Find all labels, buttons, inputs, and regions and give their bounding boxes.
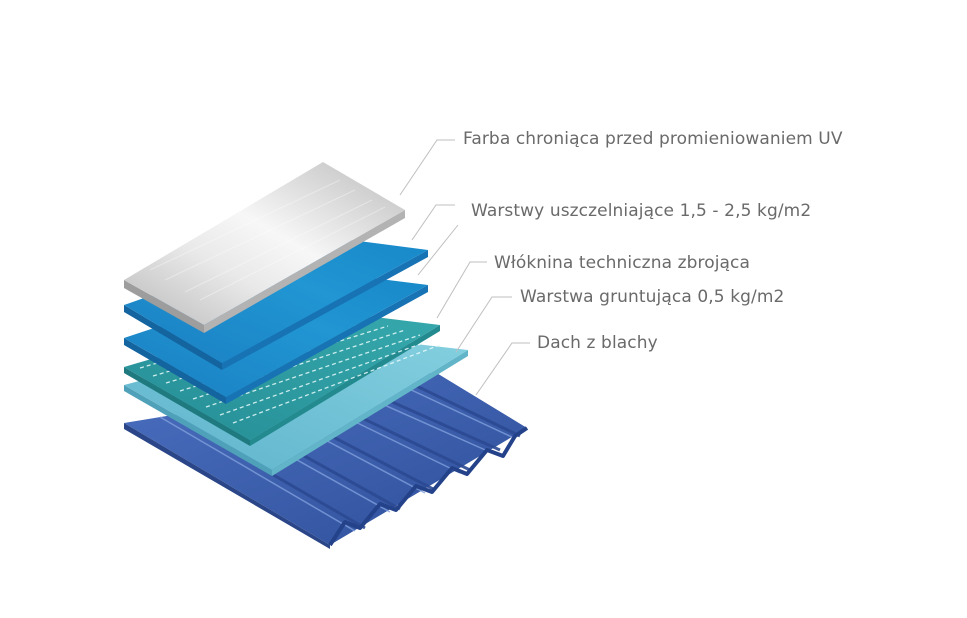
leader-sealing [411,204,455,241]
leader-metal-roof [475,342,530,396]
sealing-layer-upper [124,236,428,370]
sealing-upper-front [222,250,428,370]
sealing-lower-side [124,338,226,404]
label-metal-roof: Dach z blachy [537,333,658,353]
sealing-lower-front [226,285,428,404]
uv-paint-side [124,280,204,333]
uv-paint-front [204,210,405,333]
metal-sheet-corrugated-edge [328,426,529,547]
primer-front [272,350,468,476]
primer-side [124,385,272,476]
label-sealing: Warstwy uszczelniające 1,5 - 2,5 kg/m2 [471,201,812,221]
leader-uv-paint [399,139,455,196]
uv-paint-brush-texture [149,179,386,301]
leader-lines [399,139,530,396]
uv-paint-layer [124,162,405,333]
sealing-upper-side [124,305,222,370]
label-fleece: Włóknina techniczna zbrojąca [494,253,751,273]
label-primer: Warstwa gruntująca 0,5 kg/m2 [520,287,785,307]
fleece-top [124,310,440,440]
leader-fleece [436,261,487,319]
uv-paint-top [124,162,405,325]
metal-sheet-edge [124,423,330,549]
fleece-side [124,367,250,446]
leader-sealing-2 [417,224,459,276]
label-uv-paint: Farba chroniąca przed promieniowaniem UV [463,129,843,149]
leader-primer [455,296,512,353]
sealing-upper-top [124,236,428,363]
fleece-front [250,325,440,446]
